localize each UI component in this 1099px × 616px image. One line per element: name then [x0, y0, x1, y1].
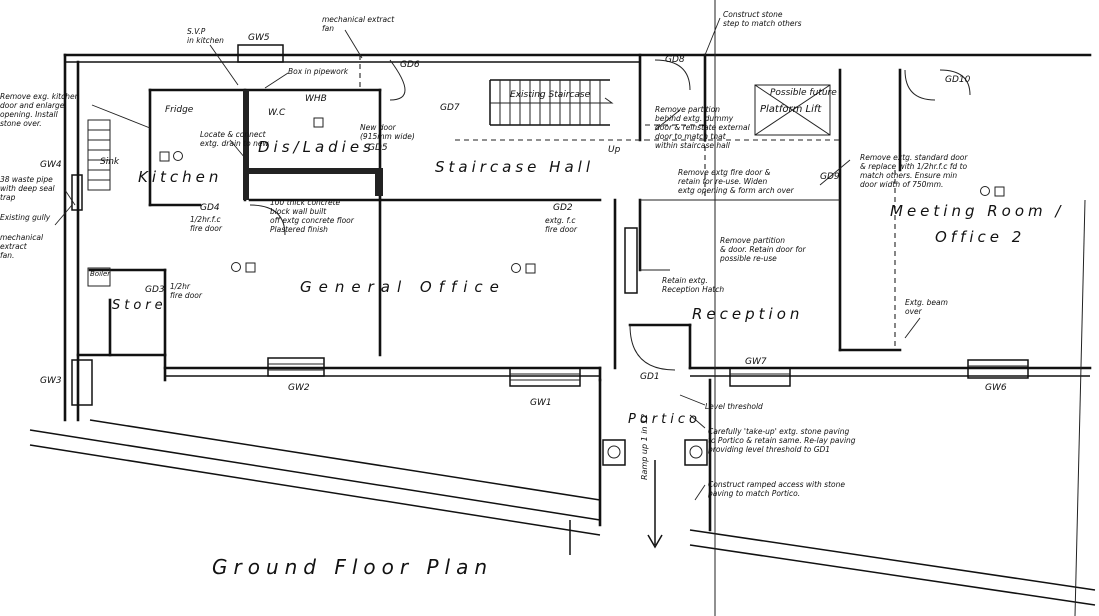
note-ramped-access: Construct ramped access with stone pavin…	[708, 480, 845, 498]
note-extg-beam: Extg. beam over	[905, 298, 948, 316]
dashed-lines	[359, 55, 896, 350]
note-svp: S.V.P in kitchen	[187, 27, 224, 45]
tag-gd7: GD7	[440, 103, 460, 113]
tag-gd4: GD4	[200, 203, 220, 213]
existing-staircase-label: Existing Staircase	[510, 90, 591, 100]
office-2-label: Office 2	[935, 228, 1026, 246]
wall-lines	[63, 53, 1092, 532]
portico-label: Portico	[628, 412, 701, 427]
tag-gd5: GD5	[368, 143, 388, 153]
wc-label: W.C	[268, 108, 286, 118]
note-remove-std-door: Remove extg. standard door & replace wit…	[860, 153, 968, 189]
tag-gw4: GW4	[40, 160, 62, 170]
note-remove-kitchen-door: Remove exg. kitchen door and enlarge ope…	[0, 92, 80, 128]
note-mech-extract: mechanical extract fan.	[0, 233, 44, 260]
window-symbols	[71, 44, 1029, 406]
note-level-threshold: Level threshold	[705, 402, 763, 411]
note-stone-step: Construct stone step to match others	[723, 10, 802, 28]
note-box-pipework: Box in pipework	[288, 67, 349, 76]
dis-ladies-label: Dis/Ladies	[258, 138, 375, 156]
tag-gw5: GW5	[248, 33, 270, 43]
staircase-hall-label: Staircase Hall	[435, 158, 594, 176]
tag-gw7: GW7	[745, 357, 767, 367]
note-gd2-fire-door: extg. f.c fire door	[545, 216, 577, 234]
note-waste-pipe: 38 waste pipe with deep seal trap	[0, 175, 55, 202]
door-swings	[249, 59, 971, 371]
note-locate-connect: Locate & connect extg. drain to new	[200, 130, 269, 148]
note-gd3-fire: 1/2hr fire door	[170, 282, 202, 300]
platform-lift-label: Platform Lift	[760, 104, 822, 115]
tag-gd6: GD6	[400, 60, 420, 70]
tag-gd10: GD10	[945, 75, 971, 85]
note-new-door: New door (915mm wide)	[360, 123, 415, 141]
note-remove-fire-door: Remove extg fire door & retain for re-us…	[678, 168, 794, 195]
boiler-label: Boiler	[90, 270, 111, 278]
tag-gd2: GD2	[553, 203, 573, 213]
leader-lines	[54, 17, 921, 501]
tag-gd8: GD8	[665, 55, 685, 65]
boundary-lines	[29, 0, 1096, 616]
kitchen-label: Kitchen	[138, 168, 223, 186]
sink-label: Sink	[100, 157, 120, 167]
meeting-room-label: Meeting Room /	[890, 202, 1065, 220]
ramp-arrow	[647, 460, 663, 549]
note-mech-fan: mechanical extract fan	[322, 15, 395, 33]
possible-future-label: Possible future	[770, 88, 837, 98]
tag-gw2: GW2	[288, 383, 310, 393]
tag-gd1: GD1	[640, 372, 660, 382]
note-existing-gully: Existing gully	[0, 213, 51, 222]
whb-label: WHB	[305, 94, 327, 104]
stair-treads	[490, 80, 614, 125]
tag-gw1: GW1	[530, 398, 552, 408]
tag-gw3: GW3	[40, 376, 62, 386]
note-remove-partition-stair: Remove partition behind extg. dummy door…	[655, 105, 750, 150]
fridge-label: Fridge	[165, 105, 194, 115]
tag-gd3: GD3	[145, 285, 165, 295]
kitchen-stair-treads	[87, 119, 111, 191]
general-office-label: General Office	[300, 278, 506, 296]
store-label: Store	[112, 298, 167, 313]
ramp-label: Ramp up 1 in 12	[640, 413, 649, 480]
note-retain-hatch: Retain extg. Reception Hatch	[662, 276, 725, 294]
tag-gw6: GW6	[985, 383, 1007, 393]
up-label: Up	[608, 145, 621, 155]
note-gd4-fire-door: 1/2hr.f.c fire door	[190, 215, 222, 233]
services-symbols	[87, 117, 1005, 287]
tag-gd9: GD9	[820, 172, 840, 182]
drawing-title: Ground Floor Plan	[212, 555, 494, 579]
note-take-up-paving: Carefully 'take-up' extg. stone paving t…	[708, 427, 856, 454]
portico-columns	[602, 439, 708, 466]
new-wall-hatching	[243, 90, 383, 200]
platform-lift-box	[754, 84, 831, 136]
note-concrete-wall: 100 thick concrete block wall built off …	[270, 198, 354, 234]
note-remove-partition-reception: Remove partition & door. Retain door for…	[720, 236, 806, 263]
reception-label: Reception	[692, 305, 804, 323]
